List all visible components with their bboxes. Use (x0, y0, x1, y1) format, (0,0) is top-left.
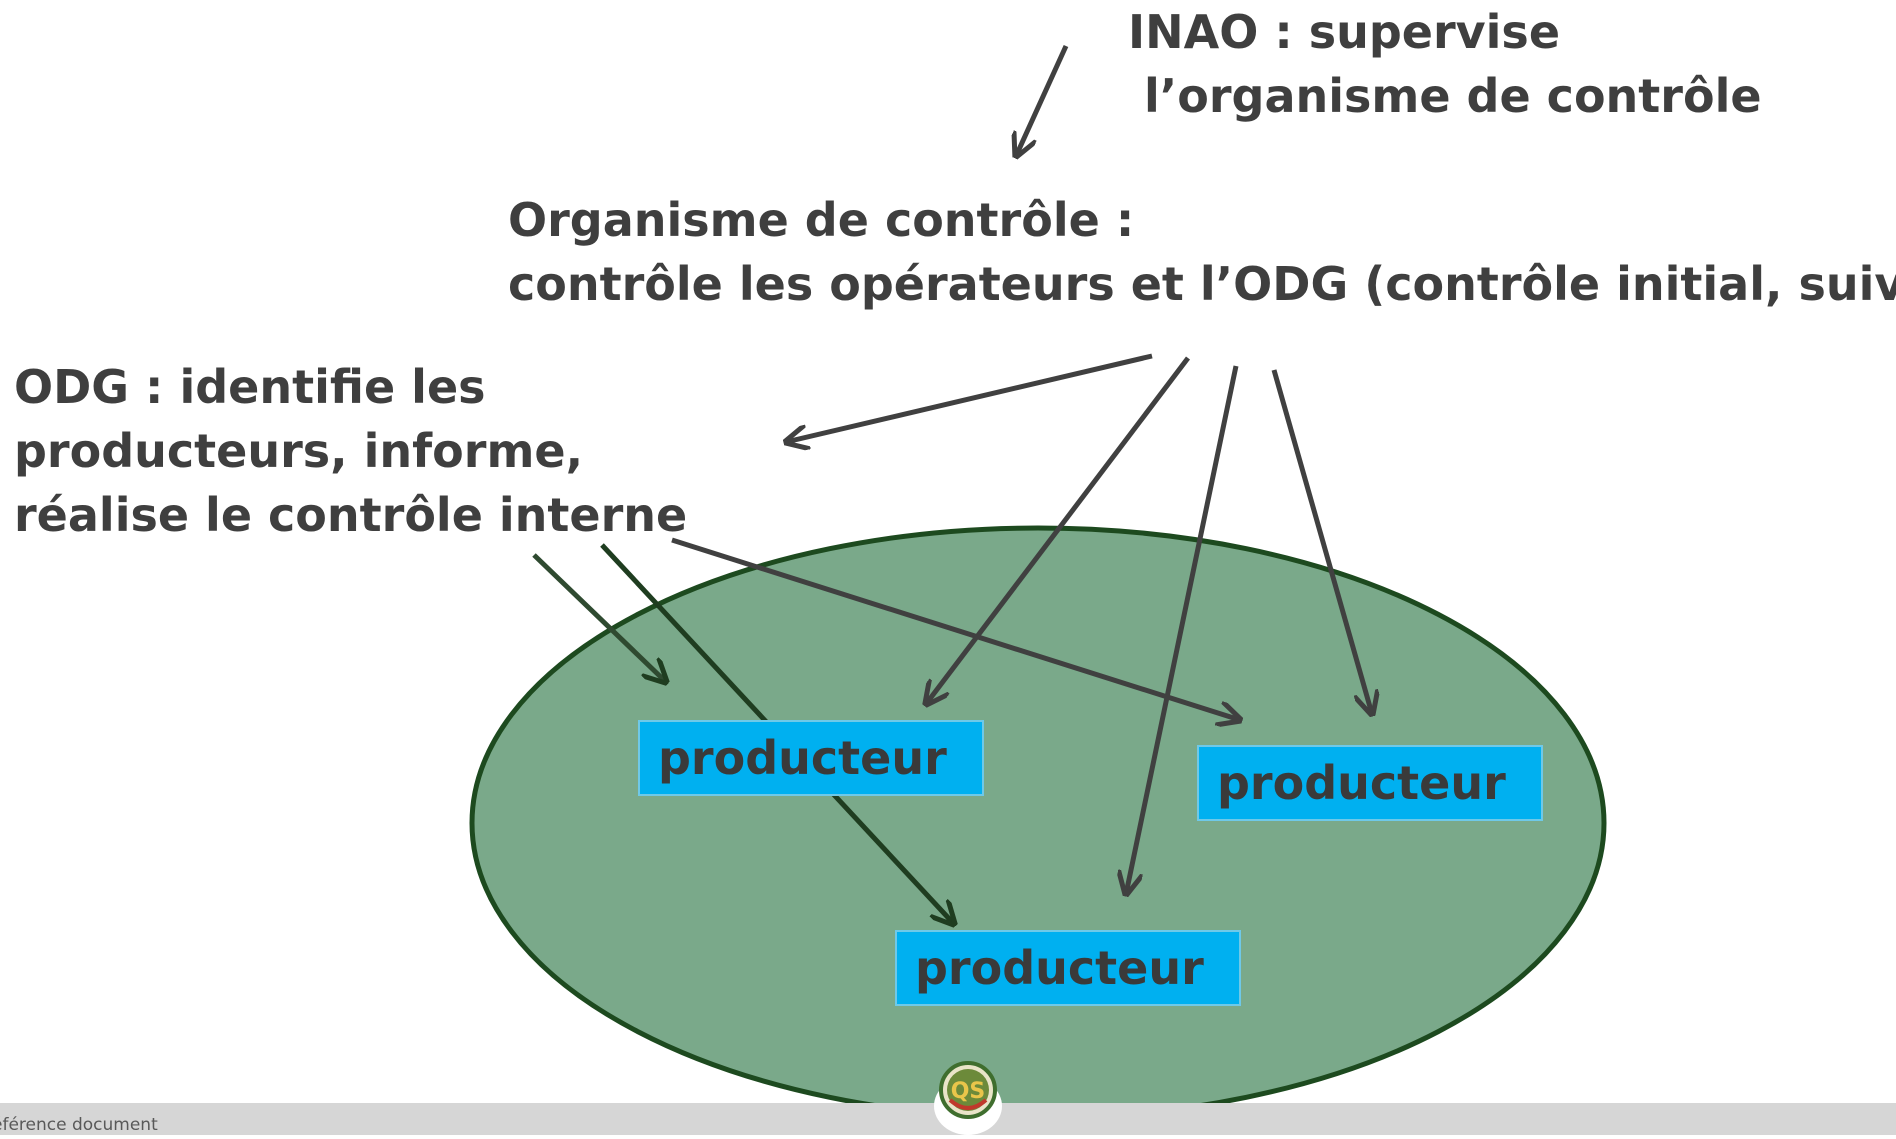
odg-label: ODG : identifie les producteurs, informe… (14, 355, 687, 547)
svg-text:QS: QS (951, 1079, 986, 1104)
footer-reference-text: éférence document (0, 1115, 158, 1135)
inao-line-1: INAO : supervise (1128, 5, 1561, 59)
organisme-controle-line-1: Organisme de contrôle : (508, 193, 1135, 247)
arrow-organisme-to-producteur-2 (1271, 369, 1372, 714)
organisme-controle-label: Organisme de contrôle : contrôle les opé… (508, 188, 1896, 316)
producteur-box-3: producteur (895, 930, 1241, 1006)
producteur-box-2: producteur (1197, 745, 1543, 821)
producteur-box-1: producteur (638, 720, 984, 796)
producteur-label: producteur (1217, 756, 1506, 810)
odg-line-2: producteurs, informe, (14, 424, 584, 478)
inao-label: INAO : supervise l’organisme de contrôle (1128, 0, 1762, 128)
producers-ellipse (469, 525, 1607, 1121)
odg-line-3: réalise le contrôle interne (14, 488, 688, 542)
qs-logo: QS (928, 1060, 1008, 1135)
arrow-odg-to-producteur-2 (671, 537, 1240, 720)
inao-line-2: l’organisme de contrôle (1144, 69, 1762, 123)
producteur-label: producteur (915, 941, 1204, 995)
organisme-controle-line-2: contrôle les opérateurs et l’ODG (contrô… (508, 257, 1896, 311)
odg-line-1: ODG : identifie les (14, 360, 486, 414)
arrow-organisme-to-odg (786, 353, 1153, 442)
producteur-label: producteur (658, 731, 947, 785)
arrow-odg-to-producteur-1 (532, 553, 666, 682)
arrow-organisme-to-producteur-1 (926, 356, 1190, 704)
arrow-organisme-to-producteur-3 (1126, 365, 1239, 894)
arrow-inao-to-organisme (1016, 44, 1069, 156)
